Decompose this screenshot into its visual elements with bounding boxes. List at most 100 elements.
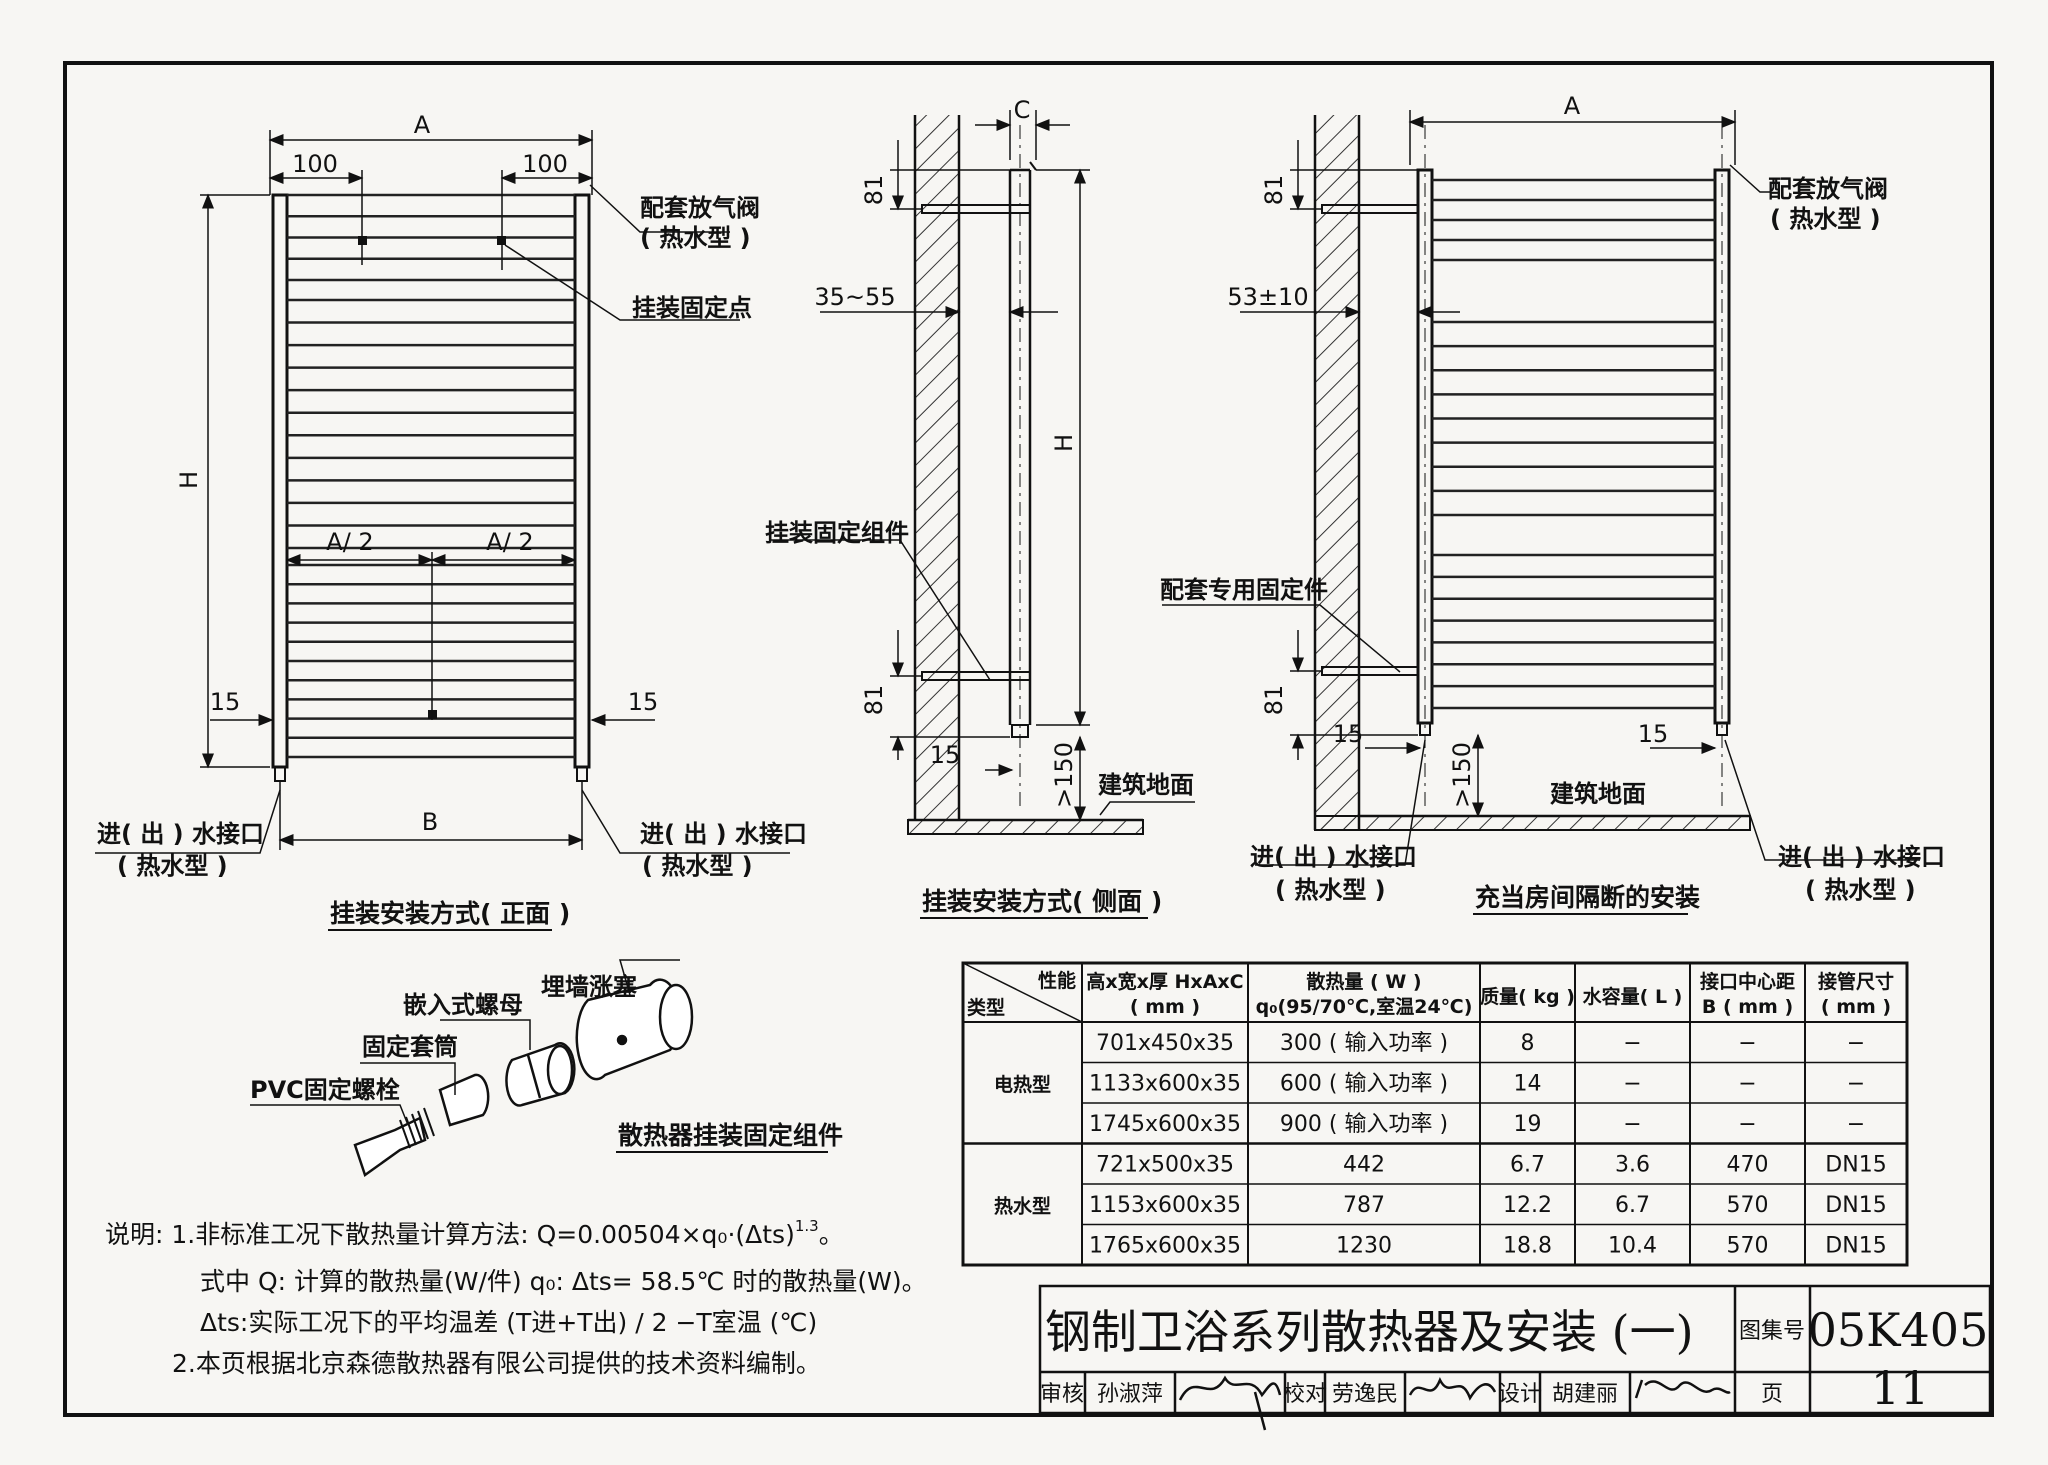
table-cell: 3.6 bbox=[1615, 1153, 1650, 1178]
check-label: 校对 bbox=[1283, 1382, 1327, 1407]
side-dim-150: >150 bbox=[1050, 742, 1078, 808]
front-air-valve-type: ( 热水型 ) bbox=[640, 224, 751, 252]
table-cell: − bbox=[1847, 1112, 1865, 1137]
table-cell: 300 ( 输入功率 ) bbox=[1280, 1031, 1448, 1056]
partition-dim-15-right: 15 bbox=[1638, 720, 1669, 748]
table-cell: 6.7 bbox=[1615, 1193, 1650, 1218]
side-dim-81-bottom: 81 bbox=[860, 685, 888, 716]
front-inlet-left-label: 进( 出 ) 水接口 bbox=[97, 820, 264, 848]
table-header: 接管尺寸 bbox=[1818, 970, 1894, 993]
table-cell: 6.7 bbox=[1510, 1153, 1545, 1178]
table-header: 散热量 ( W ) bbox=[1306, 970, 1421, 993]
assembly-sleeve-label: 固定套筒 bbox=[362, 1033, 458, 1061]
table-cell: DN15 bbox=[1825, 1153, 1886, 1178]
table-cell: 1230 bbox=[1336, 1234, 1392, 1259]
table-cell: 1153x600x35 bbox=[1089, 1193, 1241, 1218]
assembly-bolt-label: PVC固定螺栓 bbox=[250, 1076, 400, 1104]
assembly-nut-label: 嵌入式螺母 bbox=[403, 991, 523, 1019]
side-floor-label: 建筑地面 bbox=[1098, 771, 1194, 799]
table-header: 水容量( L ) bbox=[1583, 985, 1683, 1008]
partition-dim-150: >150 bbox=[1448, 742, 1476, 808]
table-cell: 1745x600x35 bbox=[1089, 1112, 1241, 1137]
page-number: 11 bbox=[1871, 1361, 1930, 1415]
table-cell: 18.8 bbox=[1503, 1234, 1552, 1259]
atlas-number: 05K405 bbox=[1808, 1303, 1989, 1357]
table-cell: − bbox=[1623, 1072, 1641, 1097]
table-cell: 8 bbox=[1521, 1031, 1535, 1056]
table-header-sub: ( mm ) bbox=[1821, 996, 1891, 1018]
table-cell: 570 bbox=[1727, 1193, 1769, 1218]
note-line-4: 2.本页根据北京森德散热器有限公司提供的技术资料编制。 bbox=[172, 1349, 821, 1378]
front-dim-a: A bbox=[414, 111, 431, 139]
table-cell: 19 bbox=[1514, 1112, 1542, 1137]
table-header-sub: q₀(95/70℃,室温24℃) bbox=[1256, 995, 1473, 1018]
table-cell: 470 bbox=[1727, 1153, 1769, 1178]
checker-signature bbox=[1408, 1376, 1497, 1401]
table-cell: − bbox=[1623, 1112, 1641, 1137]
side-dim-15: 15 bbox=[930, 741, 961, 769]
table-header-sub: B ( mm ) bbox=[1702, 996, 1793, 1018]
reviewer-name: 孙淑萍 bbox=[1097, 1382, 1163, 1407]
table-cell: DN15 bbox=[1825, 1193, 1886, 1218]
table-cell: − bbox=[1623, 1031, 1641, 1056]
partition-dim-15-left: 15 bbox=[1333, 720, 1364, 748]
partition-air-valve-type: ( 热水型 ) bbox=[1770, 205, 1881, 233]
partition-fixer-label: 配套专用固定件 bbox=[1160, 576, 1328, 604]
side-dim-81-top: 81 bbox=[860, 175, 888, 206]
partition-floor-label: 建筑地面 bbox=[1550, 780, 1646, 808]
assembly-caption: 散热器挂装固定组件 bbox=[618, 1121, 843, 1150]
review-label: 审核 bbox=[1040, 1382, 1084, 1407]
partition-dim-53: 53±10 bbox=[1227, 283, 1308, 311]
drawing-title: 钢制卫浴系列散热器及安装 (一) bbox=[1045, 1305, 1694, 1359]
table-cell: − bbox=[1847, 1072, 1865, 1097]
front-view-caption: 挂装安装方式( 正面 ) bbox=[330, 899, 570, 928]
note-line-2: 式中 Q: 计算的散热量(W/件) q₀: Δts= 58.5℃ 时的散热量(W… bbox=[200, 1267, 927, 1296]
table-cell: 1133x600x35 bbox=[1089, 1072, 1241, 1097]
table-cell: 787 bbox=[1343, 1193, 1385, 1218]
partition-air-valve-label: 配套放气阀 bbox=[1768, 175, 1888, 203]
atlas-label: 图集号 bbox=[1739, 1319, 1805, 1344]
table-cell: − bbox=[1738, 1031, 1756, 1056]
table-cell: − bbox=[1738, 1112, 1756, 1137]
sheet-border bbox=[63, 61, 1994, 1417]
partition-inlet-right-type: ( 热水型 ) bbox=[1805, 876, 1916, 904]
table-cell: 721x500x35 bbox=[1096, 1153, 1234, 1178]
front-inlet-right-label: 进( 出 ) 水接口 bbox=[640, 820, 807, 848]
partition-dim-81-top: 81 bbox=[1260, 175, 1288, 206]
table-header: 高x宽x厚 HxAxC bbox=[1086, 970, 1243, 993]
side-dim-35-55: 35~55 bbox=[814, 283, 895, 311]
note-line-3: Δts:实际工况下的平均温差 (T进+T出) / 2 −T室温 (℃) bbox=[200, 1308, 817, 1337]
table-corner-top: 性能 bbox=[1038, 969, 1076, 992]
table-cell: DN15 bbox=[1825, 1234, 1886, 1259]
table-cell: 10.4 bbox=[1608, 1234, 1657, 1259]
table-cell: 600 ( 输入功率 ) bbox=[1280, 1072, 1448, 1097]
front-dim-15-right: 15 bbox=[628, 688, 659, 716]
table-cell: 701x450x35 bbox=[1096, 1031, 1234, 1056]
table-cell: 1765x600x35 bbox=[1089, 1234, 1241, 1259]
table-cell: 442 bbox=[1343, 1153, 1385, 1178]
front-dim-b: B bbox=[422, 808, 438, 836]
front-inlet-right-type: ( 热水型 ) bbox=[642, 852, 753, 880]
table-header: 接口中心距 bbox=[1700, 970, 1795, 993]
designer-name: 胡建丽 bbox=[1552, 1382, 1618, 1407]
partition-inlet-left-label: 进( 出 ) 水接口 bbox=[1250, 843, 1417, 871]
table-corner-bottom: 类型 bbox=[967, 996, 1005, 1019]
table-cell: − bbox=[1847, 1031, 1865, 1056]
front-dim-a-half-left: A/ 2 bbox=[326, 528, 373, 556]
front-dim-100-left: 100 bbox=[292, 150, 338, 178]
partition-dim-81-bottom: 81 bbox=[1260, 685, 1288, 716]
table-header-sub: ( mm ) bbox=[1130, 996, 1200, 1018]
side-view-caption: 挂装安装方式( 侧面 ) bbox=[922, 887, 1162, 916]
side-mount-assembly-label: 挂装固定组件 bbox=[765, 519, 909, 547]
designer-signature bbox=[1634, 1379, 1731, 1399]
table-cell: 900 ( 输入功率 ) bbox=[1280, 1112, 1448, 1137]
front-dim-15-left: 15 bbox=[210, 688, 241, 716]
front-dim-h: H bbox=[175, 471, 203, 489]
page-label: 页 bbox=[1761, 1382, 1783, 1407]
front-dim-100-right: 100 bbox=[522, 150, 568, 178]
fixing-assembly-drawing bbox=[250, 959, 694, 1178]
front-inlet-left-type: ( 热水型 ) bbox=[117, 852, 228, 880]
partition-dim-a: A bbox=[1564, 92, 1581, 120]
table-group-type: 电热型 bbox=[994, 1073, 1051, 1096]
